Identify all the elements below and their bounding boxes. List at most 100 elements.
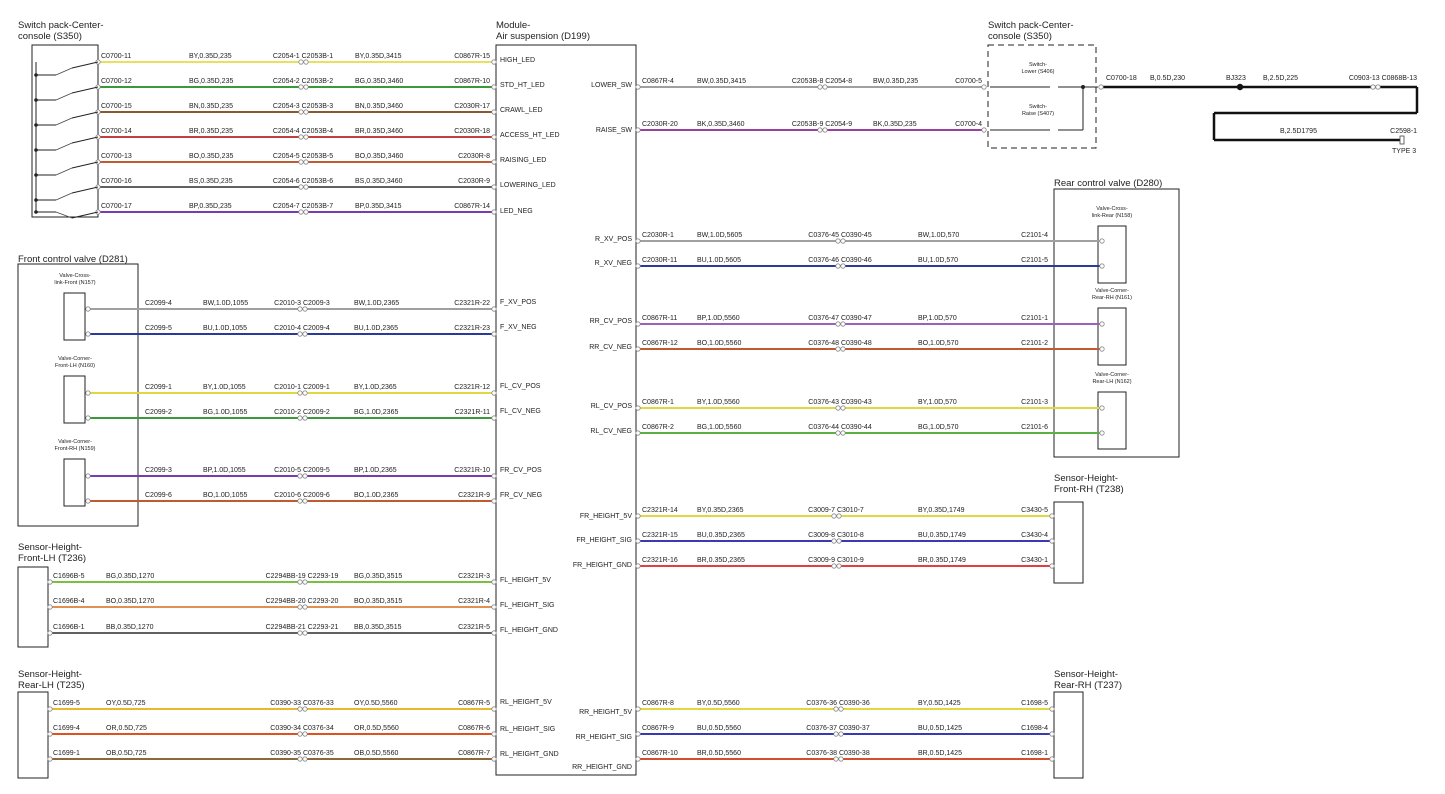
valve-corner-front-rh <box>63 458 86 507</box>
ground-label-from: C0700-18 <box>1106 75 1137 82</box>
label-frcvn-spec2: BO,1.0D,2365 <box>354 492 398 499</box>
terminal-rxvn-start <box>635 263 641 269</box>
label-fxvp-from: C2099-4 <box>145 300 172 307</box>
label-frh5-spec1: BY,0.35D,2365 <box>697 507 744 514</box>
terminal-rlcvn-start <box>635 430 641 436</box>
label-flh5-spec1: BG,0.35D,1270 <box>106 573 154 580</box>
module-pin-f-xv-pos: F_XV_POS <box>500 299 537 306</box>
switch-output-lead <box>71 211 99 219</box>
label-rrcvp-spec2: BP,1.0D,570 <box>918 315 957 322</box>
label-sw5-spec2: BO,0.35D,3460 <box>355 153 403 160</box>
label-frcvn-from: C2099-6 <box>145 492 172 499</box>
label-rrcvn-from: C0867R-12 <box>642 340 678 347</box>
label-sw3-inline: C2054-3 C2053B-3 <box>273 103 333 110</box>
label-sw2-inline: C2054-2 C2053B-2 <box>273 78 333 85</box>
module-pin-rr-height-gnd: RR_HEIGHT_GND <box>572 764 632 771</box>
inline-connector-rlcvp-b <box>840 405 846 411</box>
label-sw3-to: C2030R-17 <box>454 103 490 110</box>
ground-label-to: C0903-13 C0868B-13 <box>1349 75 1417 82</box>
label-flhs-inline: C2294BB-20 C2293-20 <box>266 598 339 605</box>
label-rrcvp-from: C0867R-11 <box>642 315 677 322</box>
inline-connector-rlh5-a <box>297 706 303 712</box>
label-flhg-from: C1696B-1 <box>53 624 85 631</box>
label-frhg-spec2: BR,0.35D,1749 <box>918 557 966 564</box>
label-fxvn-from: C2099-5 <box>145 325 172 332</box>
inline-connector-rrh5-a <box>833 706 839 712</box>
label-fxvn-spec2: BU,1.0D,2365 <box>354 325 398 332</box>
label-sw6-spec2: BS,0.35D,3460 <box>355 178 403 185</box>
label-rlcvp-inline: C0376-43 C0390-43 <box>808 399 872 406</box>
inline-connector-fxvp-b <box>302 306 308 312</box>
label-frcvn-to: C2321R-9 <box>458 492 490 499</box>
label-rlcvn-from: C0867R-2 <box>642 424 674 431</box>
terminal-rlcvn-end <box>1099 430 1105 436</box>
label-flh5-from: C1696B-5 <box>53 573 85 580</box>
switch-output-lead <box>71 86 99 94</box>
switch-pack-right-box <box>987 44 1097 149</box>
terminal-rrh5-start <box>635 706 641 712</box>
inline-connector-flhg-a <box>297 630 303 636</box>
label-frhg-inline: C3009-9 C3010-9 <box>808 557 864 564</box>
label-frh5-inline: C3009-7 C3010-7 <box>808 507 864 514</box>
label-frcvn-inline: C2010-6 C2009-6 <box>274 492 330 499</box>
inline-connector-sw5-a <box>298 159 304 165</box>
label-frhs-spec2: BU,0.35D,1749 <box>918 532 966 539</box>
inline-connector-flhs-a <box>297 604 303 610</box>
module-pin-fr-cv-neg: FR_CV_NEG <box>500 492 542 499</box>
terminal-sw1-end <box>491 59 497 65</box>
module-pin-lower-sw: LOWER_SW <box>591 82 632 89</box>
label-rlhg-from: C1699-1 <box>53 750 80 757</box>
label-rrhs-from: C0867R-9 <box>642 725 674 732</box>
terminal-lower-end <box>981 84 987 90</box>
switch-pack-left-box <box>31 44 99 218</box>
label-sw7-from: C0700-17 <box>101 203 132 210</box>
rear-valve-title: Rear control valve (D280) <box>1054 178 1162 189</box>
label-rxvp-spec1: BW,1.0D,5605 <box>697 232 742 239</box>
inline-connector-frcvn-a <box>297 498 303 504</box>
inline-connector-sw6-b <box>303 184 309 190</box>
switch-raise-label: Switch-Raise (S407) <box>1022 104 1054 117</box>
splice-bj323-dot <box>1236 83 1244 91</box>
module-pin-r-xv-pos: R_XV_POS <box>595 236 632 243</box>
module-pin-high-led: HIGH_LED <box>500 57 535 64</box>
inline-connector-fxvp-a <box>297 306 303 312</box>
label-fxvp-to: C2321R-22 <box>454 300 490 307</box>
label-frcvn-spec1: BO,1.0D,1055 <box>203 492 247 499</box>
label-flcvp-spec2: BY,1.0D,2365 <box>354 384 397 391</box>
ground-label-splice: BJ323 <box>1226 75 1246 82</box>
valve-cross-front-label: Valve-Cross-link-Front (N157) <box>54 273 95 286</box>
switch-pack-left-title: Switch pack-Center-console (S350) <box>18 20 104 42</box>
sensor-rear-lh-box <box>17 691 49 779</box>
terminal-rrh5-end <box>1049 706 1055 712</box>
label-rrh5-from: C0867R-8 <box>642 700 674 707</box>
sensor-front-lh-box <box>17 566 49 648</box>
inline-connector-sw7-a <box>298 209 304 215</box>
label-rrhg-spec2: BR,0.5D,1425 <box>918 750 962 757</box>
label-frhs-to: C3430-4 <box>1021 532 1048 539</box>
label-flhs-spec2: BO,0.35D,3515 <box>354 598 402 605</box>
switch-output-lead <box>71 186 99 194</box>
switch-pack-right-title: Switch pack-Center-console (S350) <box>988 20 1074 42</box>
inline-connector-rlh5-b <box>302 706 308 712</box>
terminal-frh5-start <box>635 513 641 519</box>
label-rrcvn-spec1: BO,1.0D,5560 <box>697 340 741 347</box>
terminal-frcvp-start <box>85 473 91 479</box>
label-raise-from: C2030R-20 <box>642 121 678 128</box>
terminal-flhs-end <box>491 604 497 610</box>
module-pin-lowering-led: LOWERING_LED <box>500 182 556 189</box>
label-sw5-to: C2030R-8 <box>458 153 490 160</box>
label-rrcvp-spec1: BP,1.0D,5560 <box>697 315 740 322</box>
label-rlcvp-from: C0867R-1 <box>642 399 674 406</box>
ground-return-label: B,2.5D1795 <box>1280 128 1317 135</box>
terminal-rlcvp-start <box>635 405 641 411</box>
inline-connector-sw1-b <box>303 59 309 65</box>
module-pin-crawl-led: CRAWL_LED <box>500 107 543 114</box>
label-frcvp-inline: C2010-5 C2009-5 <box>274 467 330 474</box>
module-pin-fl-height-sig: FL_HEIGHT_SIG <box>500 602 554 609</box>
sensor-front-lh-title: Sensor-Height-Front-LH (T236) <box>18 542 86 564</box>
label-rrcvp-inline: C0376-47 C0390-47 <box>808 315 872 322</box>
label-rrhg-spec1: BR,0.5D,5560 <box>697 750 741 757</box>
label-flcvn-to: C2321R-11 <box>455 409 490 416</box>
inline-connector-rlcvp-a <box>835 405 841 411</box>
terminal-flhs-start <box>47 604 53 610</box>
